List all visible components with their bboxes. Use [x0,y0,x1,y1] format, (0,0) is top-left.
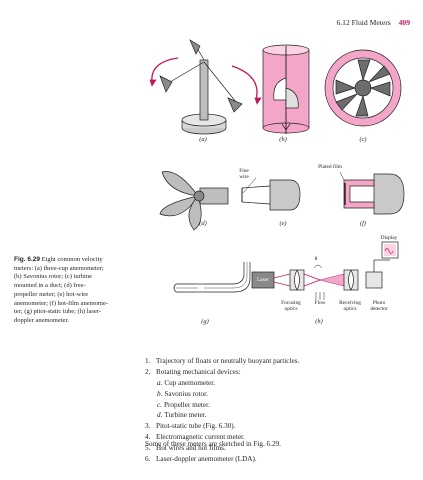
display-annotation: Display [380,235,398,241]
page-header: 6.12 Fluid Meters 409 [336,18,410,27]
savonius-rotor-drawing [262,44,310,134]
focusing-optics-annotation: Focusing optics [281,300,301,313]
label-b: (b) [279,136,287,143]
list-item: b.Savonius rotor. [157,389,208,398]
list-item: c.Propeller meter. [157,400,210,409]
hot-wire-drawing [241,177,301,211]
turbine-drawing [324,49,402,127]
section-title: 6.12 Fluid Meters [336,18,391,27]
label-g: (g) [201,318,209,325]
label-f: (f) [359,220,367,227]
pitot-tube-drawing [173,262,251,293]
label-a: (a) [199,136,207,143]
closing-sentence: Some of these meters are sketched in Fig… [145,440,281,448]
theta-annotation: θ [314,256,318,262]
list-item: a.Cup anemometer. [157,378,216,387]
laser-annotation: Laser [257,277,269,283]
plated-film-annotation: Plated film [318,164,342,170]
velocity-meter-list: 1.Trajectory of floats or neutrally buoy… [145,356,410,465]
page-number: 409 [398,18,410,27]
list-item: d.Turbine meter. [157,411,207,420]
figure-label: Fig. 6.29 [14,256,41,263]
list-item: 4.Electromagnetic current meter. [145,433,245,442]
fine-wire-annotation: Fine wire [239,168,249,181]
figure-6-29-illustration [149,39,405,300]
list-item: 1.Trajectory of floats or neutrally buoy… [145,357,300,365]
label-e: (e) [279,220,287,227]
receiving-optics-annotation: Receiving optics [339,300,361,313]
list-item: 3.Pitot-static tube (Fig. 6.30). [145,422,236,431]
flow-annotation: Flow [314,300,326,306]
list-item: 5.Hot wires and hot films. [145,444,226,453]
ldv-drawing [251,241,399,300]
list-item: 2.Rotating mechanical devices: [145,367,241,376]
label-h: (h) [315,318,323,325]
propeller-drawing [159,171,229,231]
label-c: (c) [359,136,367,143]
photo-detector-annotation: Photo detector [370,300,388,313]
hot-film-drawing [339,171,405,215]
label-d: (d) [199,220,207,227]
list-item: 6.Laser-doppler anemometer (LDA). [145,455,257,464]
cup-anemometer-drawing [149,39,262,135]
figure-caption: Fig. 6.29 Eight common velocity meters: … [14,256,109,324]
